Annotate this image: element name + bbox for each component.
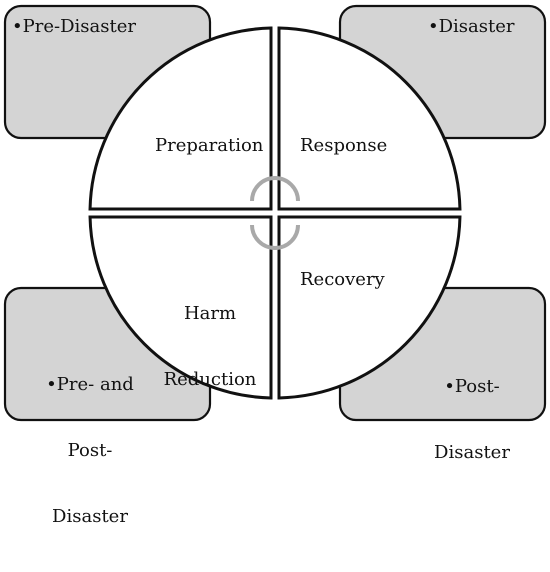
- corner-label-line: Disaster: [434, 442, 510, 463]
- corner-label-line: •Post-: [444, 376, 500, 397]
- corner-label-line: •Pre- and: [46, 374, 134, 395]
- cycle-arc-top-icon: [250, 176, 300, 202]
- quadrant-label-response: Response: [300, 135, 388, 156]
- corner-label-pre-disaster: •Pre-Disaster: [12, 16, 136, 37]
- corner-label-pre-and-post-disaster: •Pre- and Post- Disaster: [20, 330, 160, 572]
- quadrant-label-line: Reduction: [163, 369, 257, 390]
- diagram: •Pre-Disaster •Disaster •Pre- and Post- …: [3, 4, 547, 527]
- corner-label-post-disaster: •Post- Disaster: [412, 332, 532, 508]
- quadrant-preparation: [88, 26, 273, 211]
- diagram-graphics: [3, 4, 547, 422]
- quadrant-response: [277, 26, 462, 211]
- corner-label-disaster: •Disaster: [428, 16, 515, 37]
- quadrant-label-line: Harm: [183, 303, 237, 324]
- quadrant-label-preparation: Preparation: [155, 135, 264, 156]
- corner-label-line: Disaster: [52, 506, 128, 527]
- corner-label-line: Post-: [67, 440, 113, 461]
- quadrant-harm-reduction: [88, 215, 273, 400]
- cycle-arc-bottom-icon: [250, 224, 300, 250]
- quadrant-label-harm-reduction: Harm Reduction: [160, 259, 260, 435]
- quadrant-recovery: [277, 215, 462, 400]
- quadrant-label-recovery: Recovery: [300, 269, 385, 290]
